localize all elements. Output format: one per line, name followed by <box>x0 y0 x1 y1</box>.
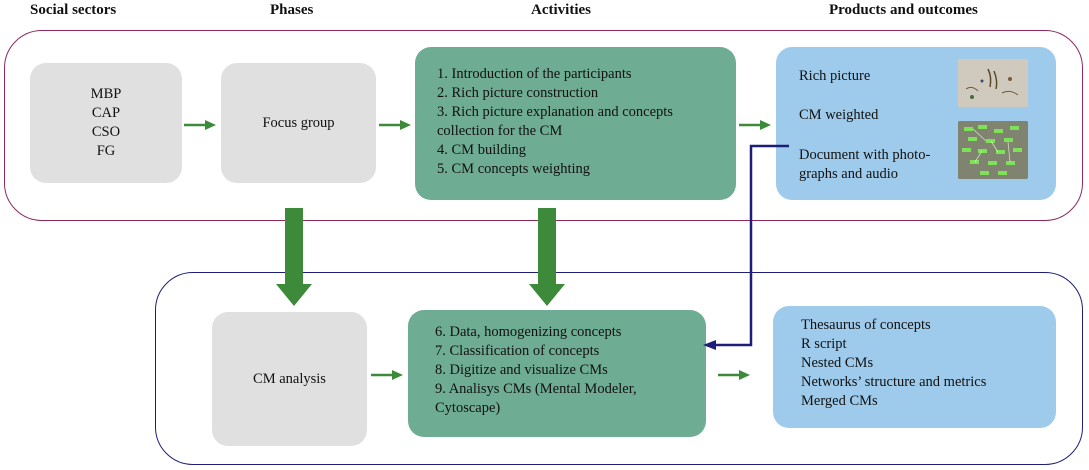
sector-item: MBP <box>90 86 122 102</box>
outcomes-bottom-box: Thesaurus of concepts R script Nested CM… <box>773 306 1056 428</box>
social-sectors-list: MBP CAP CSO FG <box>91 85 122 161</box>
activity-item: 8. Digitize and visualize CMs <box>435 362 608 378</box>
outcome-item: Nested CMs <box>801 355 874 371</box>
outcome-item: Merged CMs <box>801 393 878 409</box>
outcome-document-line1: Document with photo- <box>799 147 931 163</box>
phase-focus-group-label: Focus group <box>262 114 335 131</box>
cm-analysis-box: CM analysis <box>212 312 367 446</box>
activity-item: Cytoscape) <box>435 400 501 416</box>
activity-item: 9. Analisys CMs (Mental Modeler, <box>435 381 637 397</box>
outcome-document-line2: graphs and audio <box>799 166 899 182</box>
arrow-analysis-to-activities <box>371 370 403 380</box>
cm-weighted-photo <box>958 121 1028 179</box>
activities-bottom-box: 6. Data, homogenizing concepts 7. Classi… <box>408 310 706 437</box>
activity-item: 4. CM building <box>437 142 527 158</box>
arrow-activities-to-results <box>718 370 750 380</box>
activities-top-box: 1. Introduction of the participants 2. R… <box>415 47 736 200</box>
activity-item: 1. Introduction of the participants <box>437 66 632 82</box>
focus-group-box: Focus group <box>221 63 376 183</box>
activity-item: 6. Data, homogenizing concepts <box>435 324 622 340</box>
outcome-item: R script <box>801 336 847 352</box>
arrow-activities-to-outcomes <box>739 120 771 130</box>
activity-item: collection for the CM <box>437 123 563 139</box>
bottom-stage-frame <box>155 272 1083 465</box>
rich-picture-drawing <box>958 59 1028 107</box>
header-products-outcomes: Products and outcomes <box>829 2 978 18</box>
outcome-rich-picture: Rich picture <box>799 68 871 84</box>
sector-item: CAP <box>91 105 121 121</box>
activity-item: 7. Classification of concepts <box>435 343 600 359</box>
connector-cm-weighted-to-analysis <box>703 144 789 350</box>
activity-item: 3. Rich picture explanation and concepts <box>437 104 673 120</box>
outcome-item: Networks’ structure and metrics <box>801 374 987 390</box>
arrow-activities-down <box>529 208 565 306</box>
phase-cm-analysis-label: CM analysis <box>253 370 326 387</box>
outcomes-top-box: Rich picture CM weighted Document with p… <box>776 47 1056 200</box>
sector-item: CSO <box>91 124 121 140</box>
header-social-sectors: Social sectors <box>30 2 117 18</box>
outcome-cm-weighted: CM weighted <box>799 107 879 123</box>
header-activities: Activities <box>531 2 591 18</box>
social-sectors-box: MBP CAP CSO FG <box>30 63 182 183</box>
arrow-focus-down <box>276 208 312 306</box>
cm-weighted-drawing <box>958 121 1028 179</box>
activity-item: 2. Rich picture construction <box>437 85 599 101</box>
sector-item: FG <box>96 143 116 159</box>
arrow-sectors-to-focus <box>184 120 216 130</box>
activity-item: 5. CM concepts weighting <box>437 161 591 177</box>
outcome-item: Thesaurus of concepts <box>801 317 931 333</box>
arrow-focus-to-activities <box>379 120 411 130</box>
rich-picture-photo <box>958 59 1028 107</box>
header-phases: Phases <box>270 2 314 18</box>
